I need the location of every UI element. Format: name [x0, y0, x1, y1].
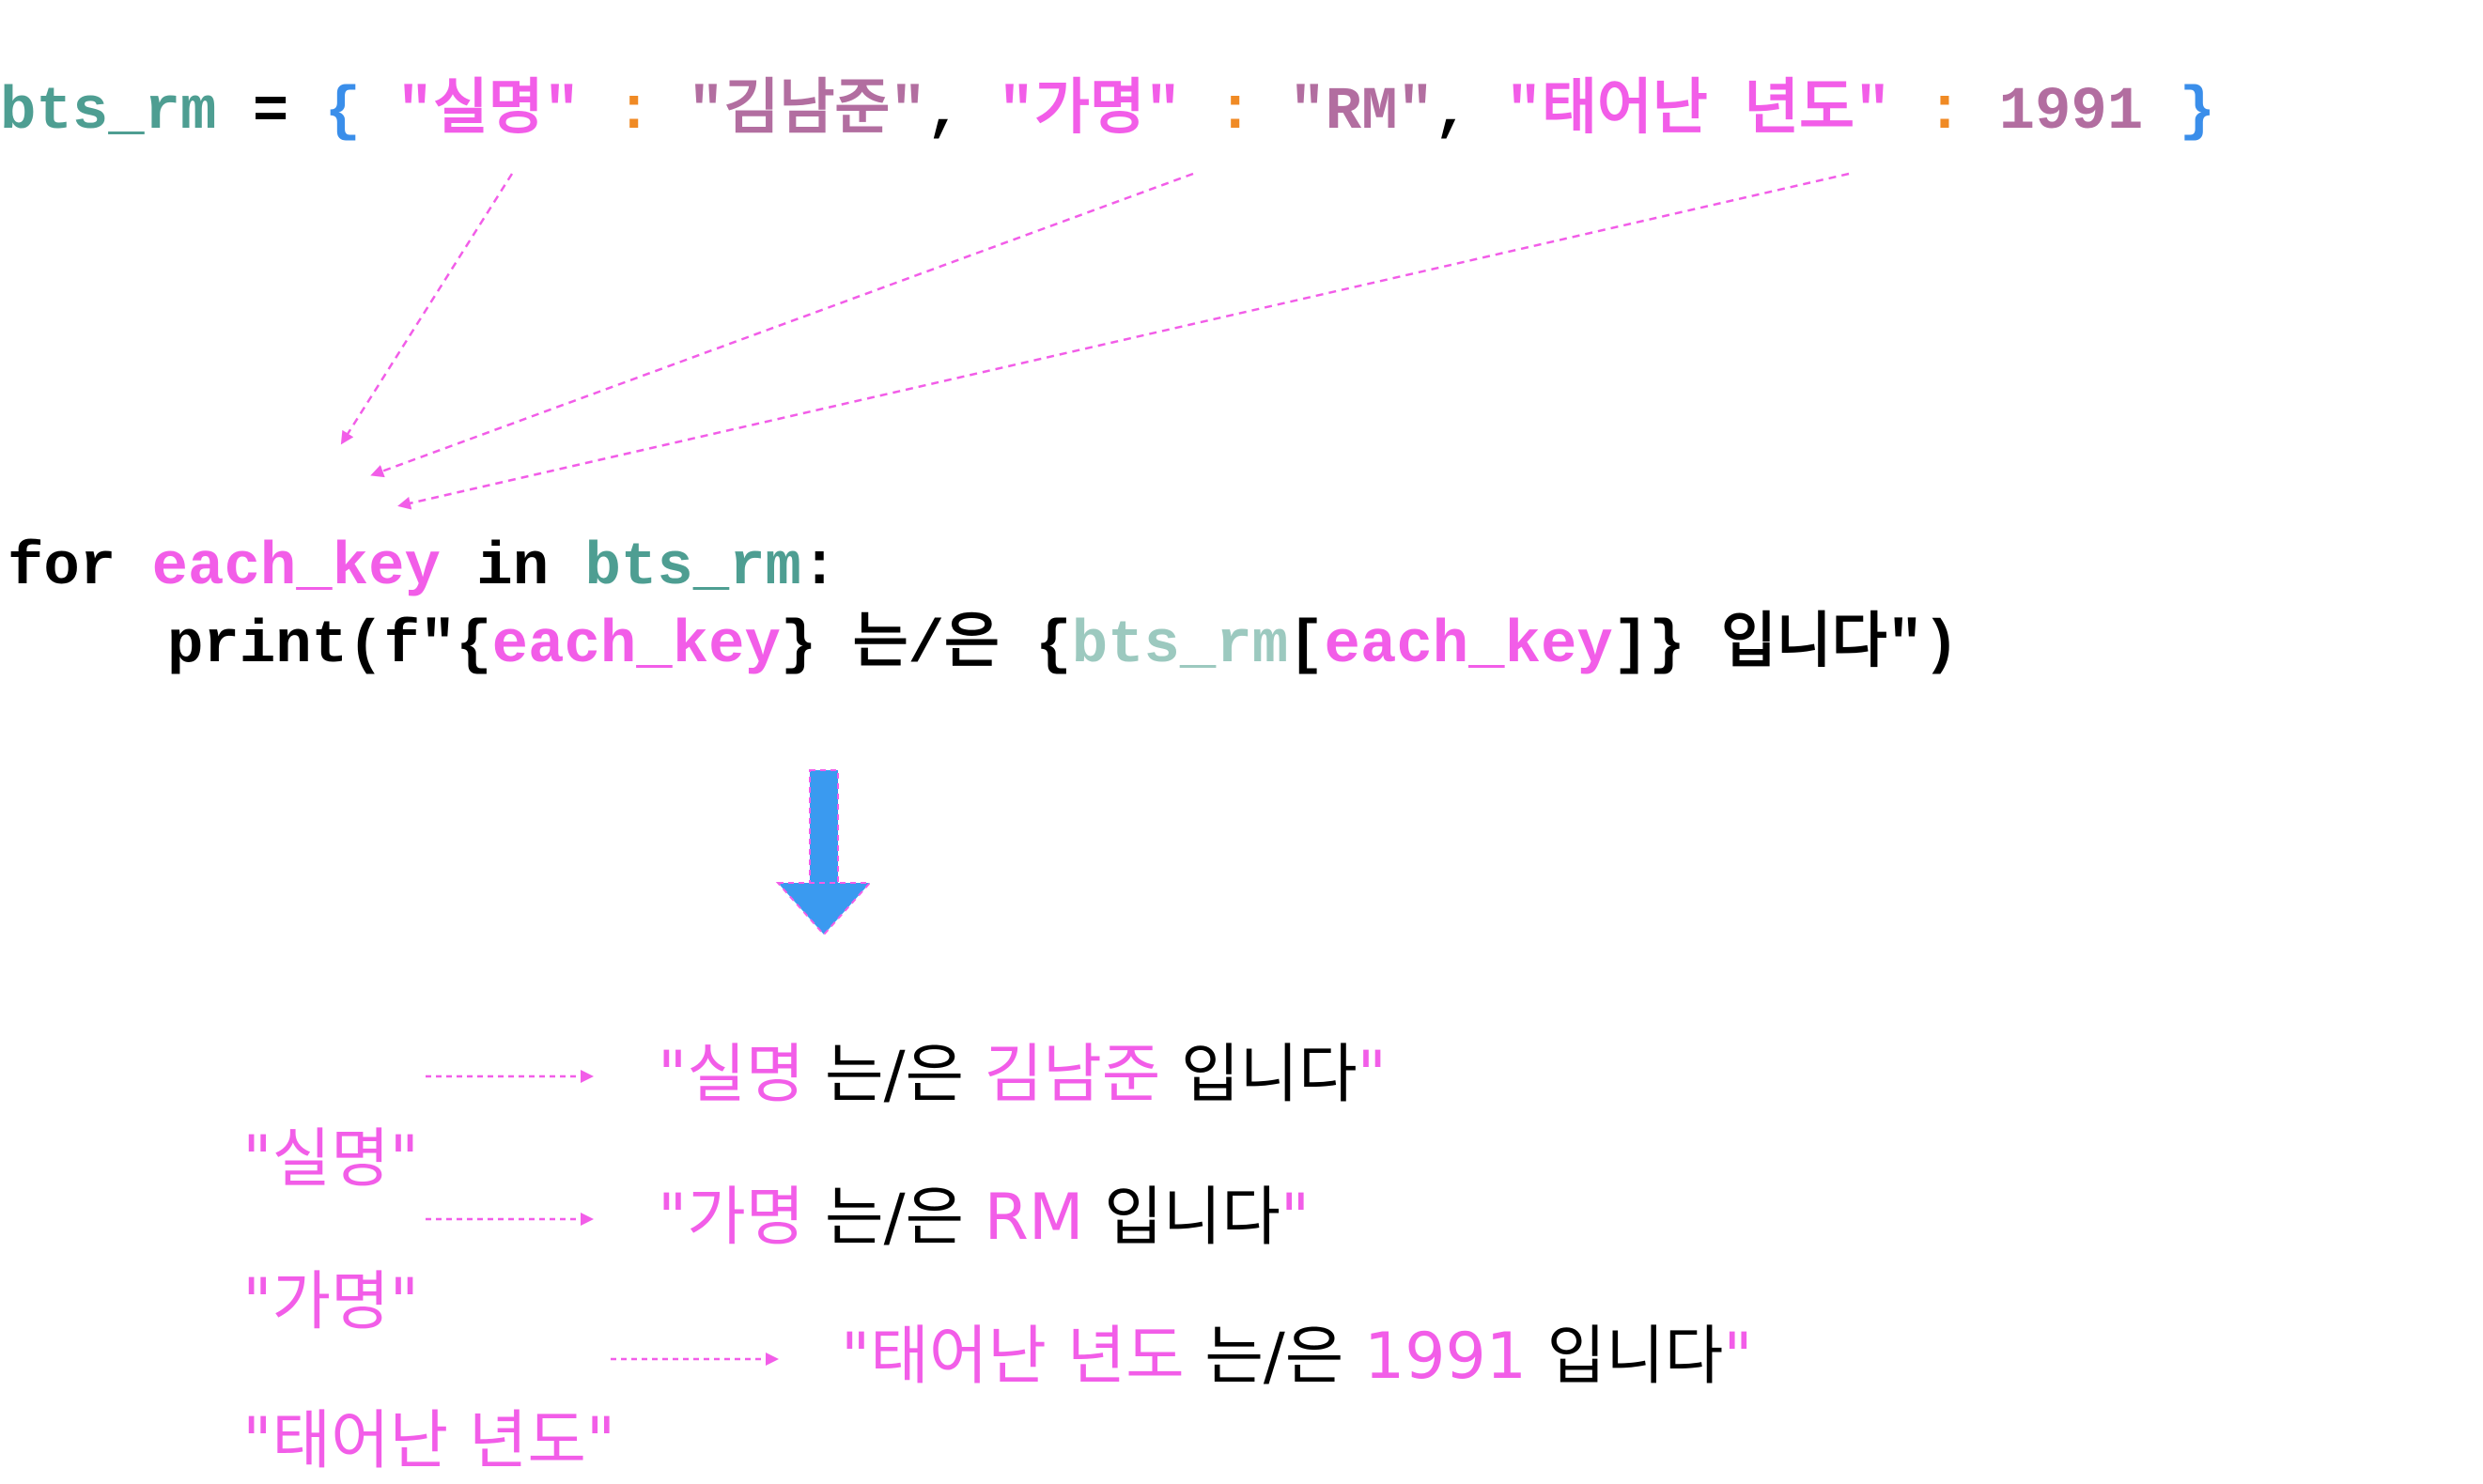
output-result-3: "태어난 년도 는/은 1991 입니다"	[841, 1315, 1753, 1399]
result-2-value: RM	[984, 1181, 1084, 1255]
dict-value-2: "RM"	[1252, 79, 1434, 147]
loop-variable: each_key	[151, 534, 441, 602]
result-1-open: "실명	[658, 1038, 805, 1112]
dict-value-3: 1991	[1963, 79, 2180, 147]
for-loop-line: for each_key in bts_rm:	[8, 521, 837, 615]
dashed-arrow-key3	[397, 172, 1850, 510]
print-call-start: print(f"{	[167, 612, 492, 680]
print-open-bracket: [	[1288, 612, 1325, 680]
dict-open-brace: {	[324, 79, 362, 147]
output-result-1: "실명 는/은 김남준 입니다"	[658, 1033, 1387, 1118]
output-row-2: "가명"	[202, 1176, 419, 1345]
result-3-close: "	[1723, 1320, 1753, 1394]
result-3-open: "태어난 년도	[841, 1320, 1185, 1394]
result-1-mid: 는/은	[804, 1038, 985, 1112]
dict-definition-line: bts_rm = { "실명" : "김남준", "가명" : "RM", "태…	[0, 66, 2215, 160]
output-key-1: "실명"	[242, 1122, 419, 1197]
print-each-key: each_key	[491, 612, 781, 680]
for-keyword: for	[8, 534, 152, 602]
for-colon: :	[800, 534, 838, 602]
result-1-tail: 입니다	[1160, 1038, 1358, 1112]
print-call-end: ]} 입니다")	[1612, 612, 1960, 680]
output-row-1: "실명"	[202, 1033, 419, 1202]
in-keyword: in	[440, 534, 585, 602]
print-dict-ref: bts_rm	[1071, 612, 1289, 680]
loop-iterable: bts_rm	[584, 534, 801, 602]
dict-var-name: bts_rm	[0, 79, 217, 147]
result-2-mid: 는/은	[804, 1181, 985, 1255]
print-statement-line: print(f"{each_key} 는/은 {bts_rm[each_key]…	[167, 599, 1959, 693]
output-row-3: "태어난 년도"	[202, 1315, 615, 1484]
result-1-close: "	[1357, 1038, 1387, 1112]
dict-comma-2: ,	[1433, 79, 1506, 147]
result-3-mid: 는/은	[1184, 1320, 1364, 1394]
result-3-tail: 입니다	[1527, 1320, 1724, 1394]
down-arrow-icon	[775, 769, 873, 936]
dict-colon-2: :	[1217, 79, 1253, 147]
dict-key-2: "가명"	[998, 79, 1218, 147]
result-2-tail: 입니다	[1083, 1181, 1280, 1255]
print-middle-text: } 는/은 {	[780, 612, 1072, 680]
dashed-arrow-key1	[340, 173, 514, 445]
dict-close-brace: }	[2179, 79, 2216, 147]
dashed-arrow-key2	[370, 172, 1194, 478]
dict-colon-1: :	[615, 79, 652, 147]
dict-colon-3: :	[1926, 79, 1963, 147]
dict-key-3: "태어난 년도"	[1505, 79, 1927, 147]
dict-comma-1: ,	[925, 79, 999, 147]
dict-equals: =	[216, 79, 325, 147]
output-result-2: "가명 는/은 RM 입니다"	[658, 1176, 1310, 1260]
result-2-close: "	[1280, 1181, 1311, 1255]
result-1-value: 김남준	[984, 1038, 1161, 1112]
result-3-value: 1991	[1363, 1320, 1528, 1394]
output-key-3: "태어난 년도"	[242, 1404, 616, 1478]
output-key-2: "가명"	[242, 1265, 419, 1339]
dict-value-1: "김남준"	[651, 79, 926, 147]
print-index-key: each_key	[1324, 612, 1613, 680]
result-2-open: "가명	[658, 1181, 805, 1255]
dict-key-1: "실명"	[361, 79, 616, 147]
